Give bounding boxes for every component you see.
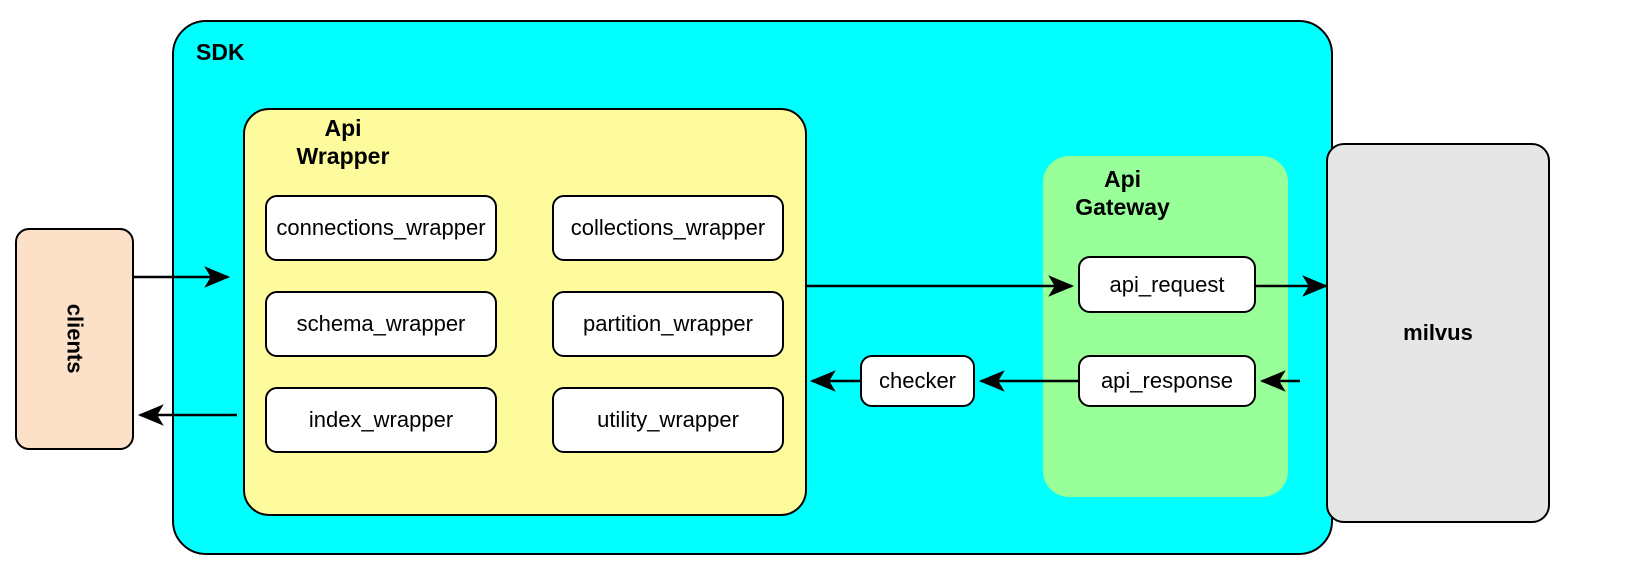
node-label: index_wrapper: [308, 407, 454, 433]
api-wrapper-container-label: Api Wrapper: [296, 115, 390, 170]
node-api-response[interactable]: api_response: [1078, 355, 1256, 407]
node-api-request[interactable]: api_request: [1078, 256, 1256, 313]
node-label: collections_wrapper: [570, 215, 766, 241]
node-index-wrapper[interactable]: index_wrapper: [265, 387, 497, 453]
node-label: connections_wrapper: [276, 215, 486, 241]
node-schema-wrapper[interactable]: schema_wrapper: [265, 291, 497, 357]
node-label: partition_wrapper: [583, 311, 753, 337]
node-milvus[interactable]: milvus: [1326, 143, 1550, 523]
node-label: schema_wrapper: [296, 311, 466, 337]
api-gateway-container: [1043, 156, 1288, 497]
node-label: utility_wrapper: [597, 407, 739, 433]
node-checker[interactable]: checker: [860, 355, 975, 407]
sdk-container-label: SDK: [196, 39, 245, 65]
node-label: milvus: [1403, 320, 1473, 346]
node-label: api_request: [1109, 271, 1225, 297]
node-partition-wrapper[interactable]: partition_wrapper: [552, 291, 784, 357]
node-utility-wrapper[interactable]: utility_wrapper: [552, 387, 784, 453]
node-connections-wrapper[interactable]: connections_wrapper: [265, 195, 497, 261]
node-label: checker: [878, 368, 957, 394]
node-label: clients: [62, 304, 88, 374]
api-gateway-container-label: Api Gateway: [1075, 166, 1170, 221]
node-clients[interactable]: clients: [15, 228, 134, 450]
node-label: api_response: [1100, 368, 1234, 394]
node-collections-wrapper[interactable]: collections_wrapper: [552, 195, 784, 261]
